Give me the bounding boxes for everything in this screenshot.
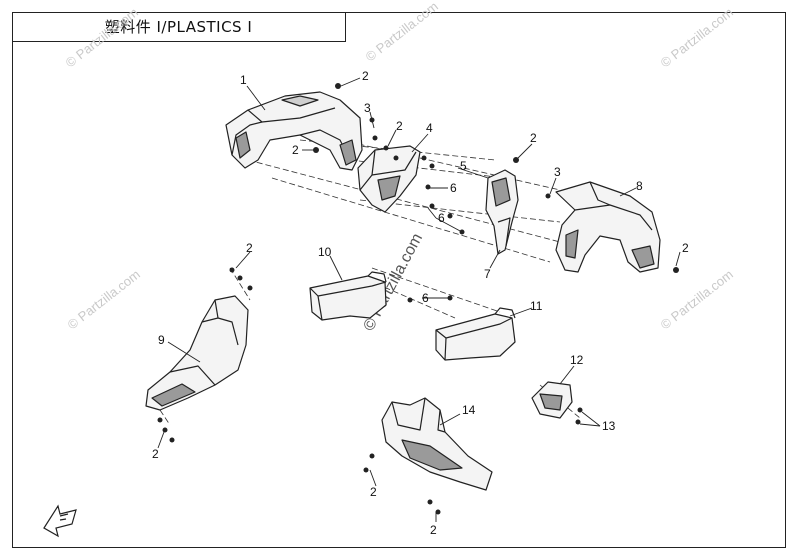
part-12-small-bracket	[531, 381, 573, 419]
watermark: © Partzilla.com	[658, 267, 736, 333]
callout-2: 2	[530, 131, 537, 145]
callout-2: 2	[152, 447, 159, 461]
front-direction-arrow-icon	[43, 504, 77, 538]
callout-8: 8	[636, 179, 643, 193]
callout-6: 6	[422, 291, 429, 305]
drawing-frame	[12, 12, 786, 548]
part-11-right-duct	[435, 307, 516, 361]
callout-2: 2	[682, 241, 689, 255]
callout-2: 2	[370, 485, 377, 499]
callout-2: 2	[246, 241, 253, 255]
callout-6: 6	[438, 211, 445, 225]
callout-3: 3	[554, 165, 561, 179]
part-14-lower-guard	[381, 397, 493, 491]
callout-labels: 1 2 3 2 4 2 5 2 3 8 6 6 2 7 2 10 6 11 9 …	[152, 69, 689, 537]
callout-14: 14	[462, 403, 476, 417]
part-7-center-clip	[485, 169, 519, 255]
callout-6: 6	[450, 181, 457, 195]
part-8-rear-cover	[555, 181, 661, 273]
page-title: 塑料件 Ⅰ/PLASTICS Ⅰ	[104, 18, 253, 36]
callout-12: 12	[570, 353, 584, 367]
callout-4: 4	[426, 121, 433, 135]
callout-3: 3	[364, 101, 371, 115]
callout-10: 10	[318, 245, 332, 259]
callout-1: 1	[240, 73, 247, 87]
title-block: 塑料件 Ⅰ/PLASTICS Ⅰ	[12, 12, 346, 42]
callout-11: 11	[530, 299, 543, 313]
fasteners	[157, 83, 679, 515]
callout-2: 2	[292, 143, 299, 157]
callout-9: 9	[158, 333, 165, 347]
part-1-front-cover	[225, 91, 363, 171]
callout-13: 13	[602, 419, 616, 433]
watermark: © Partzilla.com	[658, 5, 736, 71]
watermark: © Partzilla.com	[363, 0, 441, 64]
callout-2: 2	[430, 523, 437, 537]
part-9-tunnel-cover	[145, 295, 249, 411]
callout-7: 7	[484, 267, 491, 281]
callout-leaders	[157, 77, 681, 522]
callout-2: 2	[396, 119, 403, 133]
callout-2: 2	[362, 69, 369, 83]
watermark: © Partzilla.com	[65, 267, 143, 333]
part-10-left-duct	[309, 271, 387, 321]
callout-5: 5	[460, 159, 467, 173]
part-4-inner-bracket	[357, 145, 421, 213]
watermark: © Partzilla.com	[63, 5, 141, 71]
